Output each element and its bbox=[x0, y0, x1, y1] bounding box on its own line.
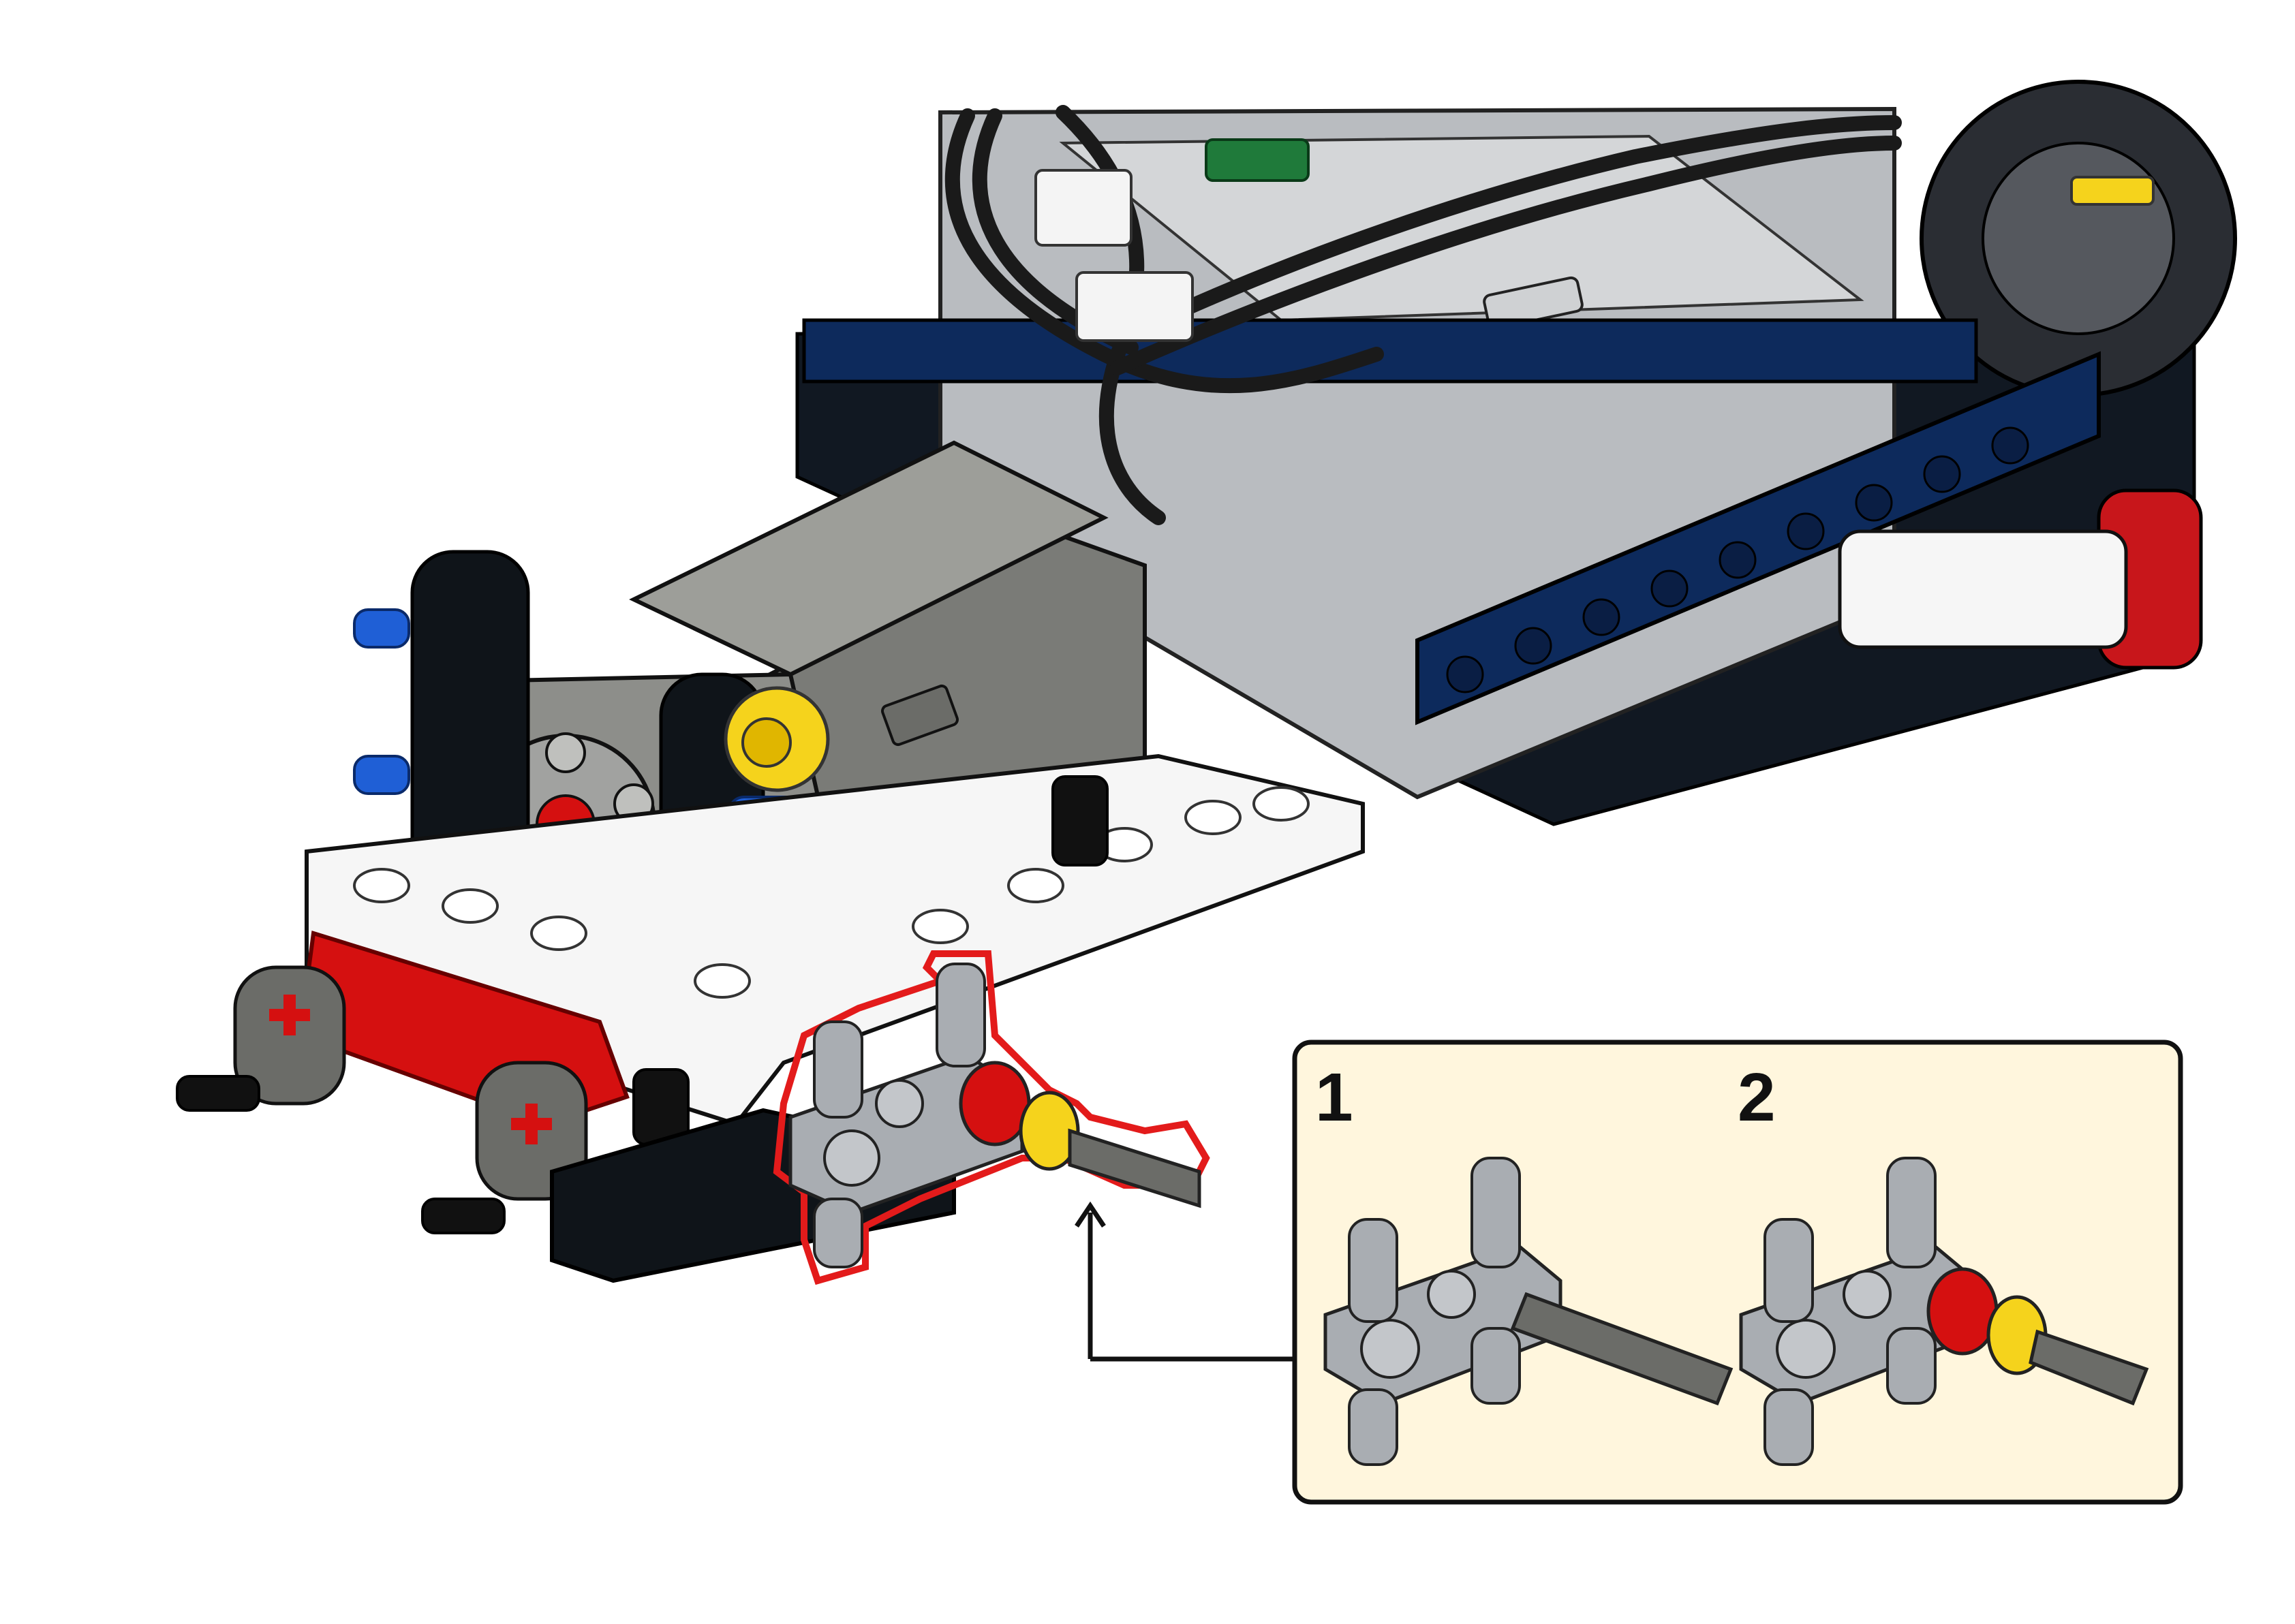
white-beam-right bbox=[1838, 529, 2128, 649]
motor-logo bbox=[881, 684, 959, 747]
yellow-bushing-hole bbox=[741, 717, 792, 768]
gray-pin-2 bbox=[936, 963, 986, 1067]
dark-blue-beam-back bbox=[802, 318, 1978, 384]
red-axle-pin bbox=[959, 1061, 1031, 1146]
up-arrow-icon bbox=[1075, 1201, 1295, 1362]
gray-pin-1 bbox=[813, 1020, 863, 1119]
substep-1-illustration bbox=[1323, 1157, 1734, 1466]
highlighted-new-parts bbox=[773, 950, 1210, 1285]
cross-block-hole-1 bbox=[823, 1129, 880, 1187]
black-pins-front bbox=[176, 775, 1109, 1234]
hub-ports bbox=[1034, 169, 1194, 342]
dark-blue-beam-holes bbox=[1446, 426, 2029, 693]
white-frame-holes bbox=[353, 786, 1310, 999]
gray-angle-connectors bbox=[233, 965, 588, 1201]
cross-block-hole-2 bbox=[875, 1079, 924, 1128]
substep-number-1: 1 bbox=[1315, 1059, 1353, 1136]
dark-blue-beam-front bbox=[1415, 351, 2101, 725]
hub-green-button bbox=[1205, 138, 1310, 182]
yellow-bushing bbox=[1019, 1091, 1080, 1171]
substep-2-illustration bbox=[1739, 1157, 2149, 1466]
gear-hub bbox=[1982, 142, 2175, 335]
hub-assembly bbox=[795, 80, 2237, 826]
substep-number-2: 2 bbox=[1738, 1059, 1776, 1136]
motor-top bbox=[629, 440, 1109, 677]
axle bbox=[1068, 1128, 1201, 1208]
gray-pin-3 bbox=[813, 1198, 863, 1268]
callout-box: 1 2 bbox=[1292, 1040, 2183, 1505]
yellow-axle-piece bbox=[2070, 176, 2155, 206]
